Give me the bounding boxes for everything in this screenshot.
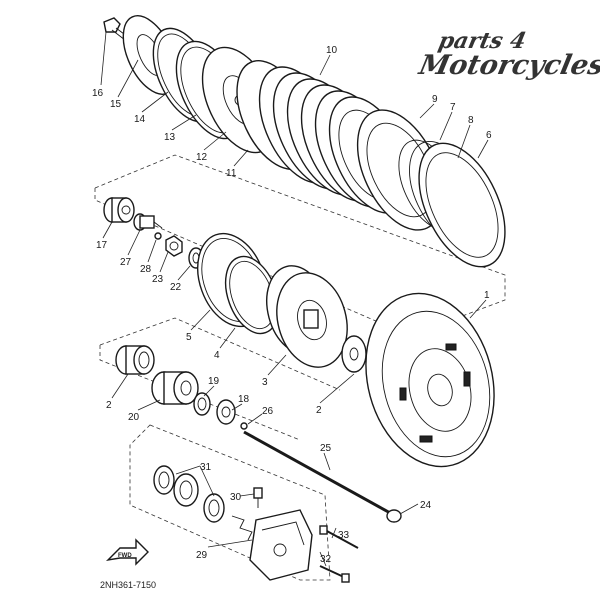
callout-15: 15 <box>110 99 122 110</box>
callout-27: 27 <box>120 257 132 268</box>
part-1-clutch-housing <box>365 292 495 468</box>
part-2-bush <box>115 345 155 375</box>
part-18-washer <box>216 399 236 425</box>
callout-19: 19 <box>208 376 220 387</box>
callout-20: 20 <box>128 412 140 423</box>
callout-32: 32 <box>320 554 332 565</box>
part-28-ball <box>154 232 162 240</box>
part-32-bolt <box>319 565 350 583</box>
callout-29: 29 <box>196 550 208 561</box>
callout-23: 23 <box>152 274 164 285</box>
callout-12: 12 <box>196 152 208 163</box>
callout-25: 25 <box>320 443 332 454</box>
diagram-code: 2NH361-7150 <box>100 580 157 590</box>
callout-31: 31 <box>200 462 212 473</box>
callout-14: 14 <box>134 114 146 125</box>
part-26-ball <box>240 422 248 430</box>
callout-28: 28 <box>140 264 152 275</box>
part-23-nut <box>165 235 183 257</box>
callout-9: 9 <box>432 94 438 105</box>
callout-13: 13 <box>164 132 176 143</box>
group-box-pushrod <box>129 424 331 581</box>
callout-24: 24 <box>420 500 432 511</box>
callout-16: 16 <box>92 88 104 99</box>
fwd-label: FWD <box>118 553 132 559</box>
callout-8: 8 <box>468 115 474 126</box>
part-3-clutch-boss <box>266 265 348 368</box>
leader-lines <box>100 31 489 567</box>
part-27-push-rod <box>133 213 163 231</box>
part-20-spacer <box>151 371 199 405</box>
part-6-plate <box>418 142 506 268</box>
part-30-bleed-screw <box>253 487 263 508</box>
callout-10: 10 <box>326 45 338 56</box>
callout-7: 7 <box>450 102 456 113</box>
part-16-bolt <box>103 17 129 41</box>
callout-4: 4 <box>214 350 220 361</box>
callout-5: 5 <box>186 332 192 343</box>
callout-2-bush: 2 <box>106 400 112 411</box>
callout-3: 3 <box>262 377 268 388</box>
part-17-bearing <box>103 197 135 223</box>
part-24-oil-seal <box>386 509 402 523</box>
group-box-hub <box>99 317 341 391</box>
callout-33: 33 <box>338 530 350 541</box>
callout-22: 22 <box>170 282 182 293</box>
callout-17: 17 <box>96 240 108 251</box>
callout-2-washer: 2 <box>316 405 322 416</box>
callout-30: 30 <box>230 492 242 503</box>
callout-1: 1 <box>484 290 490 301</box>
group-box-plates <box>94 154 506 331</box>
part-19-bearing <box>193 392 211 416</box>
callout-6: 6 <box>486 130 492 141</box>
callout-18: 18 <box>238 394 250 405</box>
fwd-arrow-icon: FWD <box>105 538 149 566</box>
part-33-bolt <box>319 525 359 549</box>
callout-26: 26 <box>262 406 274 417</box>
logo-line-1: parts 4 <box>436 28 529 54</box>
parts4motorcycles-logo: parts 4 Motorcycles <box>413 28 600 98</box>
part-31-oil-seal-set <box>153 465 225 523</box>
part-29-slave-cylinder <box>231 509 313 581</box>
callout-labels: 16 15 14 13 12 11 10 9 7 8 6 17 27 28 23… <box>92 45 492 565</box>
part-2-thrust-washer <box>341 335 367 373</box>
logo-line-2: Motorcycles <box>416 50 600 81</box>
callout-11: 11 <box>226 168 237 179</box>
part-25-long-push-rod <box>243 430 393 516</box>
